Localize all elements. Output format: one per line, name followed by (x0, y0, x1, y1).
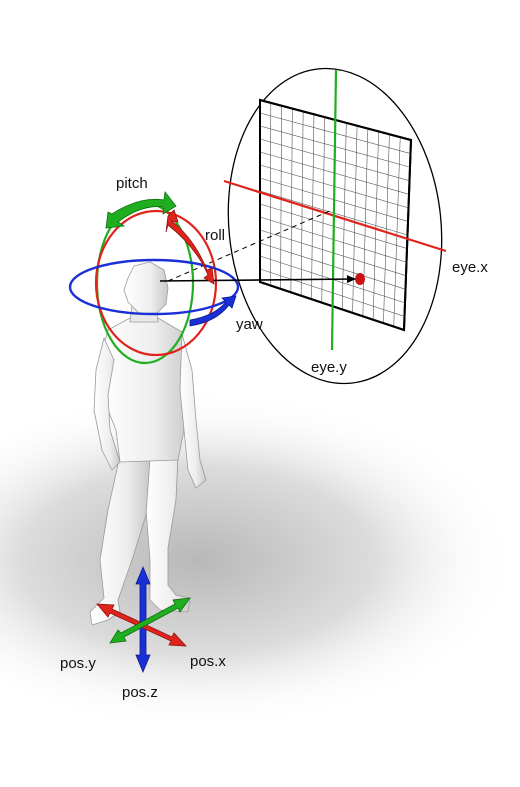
eye-x-label: eye.x (452, 259, 488, 276)
yaw-ring (68, 258, 240, 316)
gaze-point (355, 273, 365, 285)
projection-dashed-line (167, 209, 333, 282)
figure-right-arm (179, 333, 207, 489)
floor-shadow (0, 390, 520, 730)
pitch-arrow (105, 190, 177, 229)
figure-left-leg (89, 454, 151, 626)
figure-head (123, 261, 169, 315)
pos-z-label: pos.z (122, 684, 158, 701)
yaw-arrow (189, 295, 237, 327)
yaw-label: yaw (236, 316, 263, 333)
roll-arrow (165, 209, 215, 285)
gaze-screen-group: eye.x eye.y (223, 67, 488, 385)
pos-y-label: pos.y (60, 655, 96, 672)
pos-x-label: pos.x (190, 653, 226, 670)
eye-y-axis-line (330, 69, 338, 351)
eye-y-label: eye.y (311, 359, 347, 376)
roll-label: roll (205, 227, 225, 244)
roll-ring (94, 209, 218, 357)
pos-y-arrow (109, 597, 191, 644)
screen-border (259, 98, 413, 332)
gaze-arrow (159, 275, 356, 284)
position-axes: pos.y pos.x pos.z (60, 565, 226, 701)
screen-ellipse (227, 67, 443, 385)
pos-z-arrow (135, 565, 151, 674)
figure-left-arm (93, 337, 121, 471)
pitch-label: pitch (116, 175, 148, 192)
